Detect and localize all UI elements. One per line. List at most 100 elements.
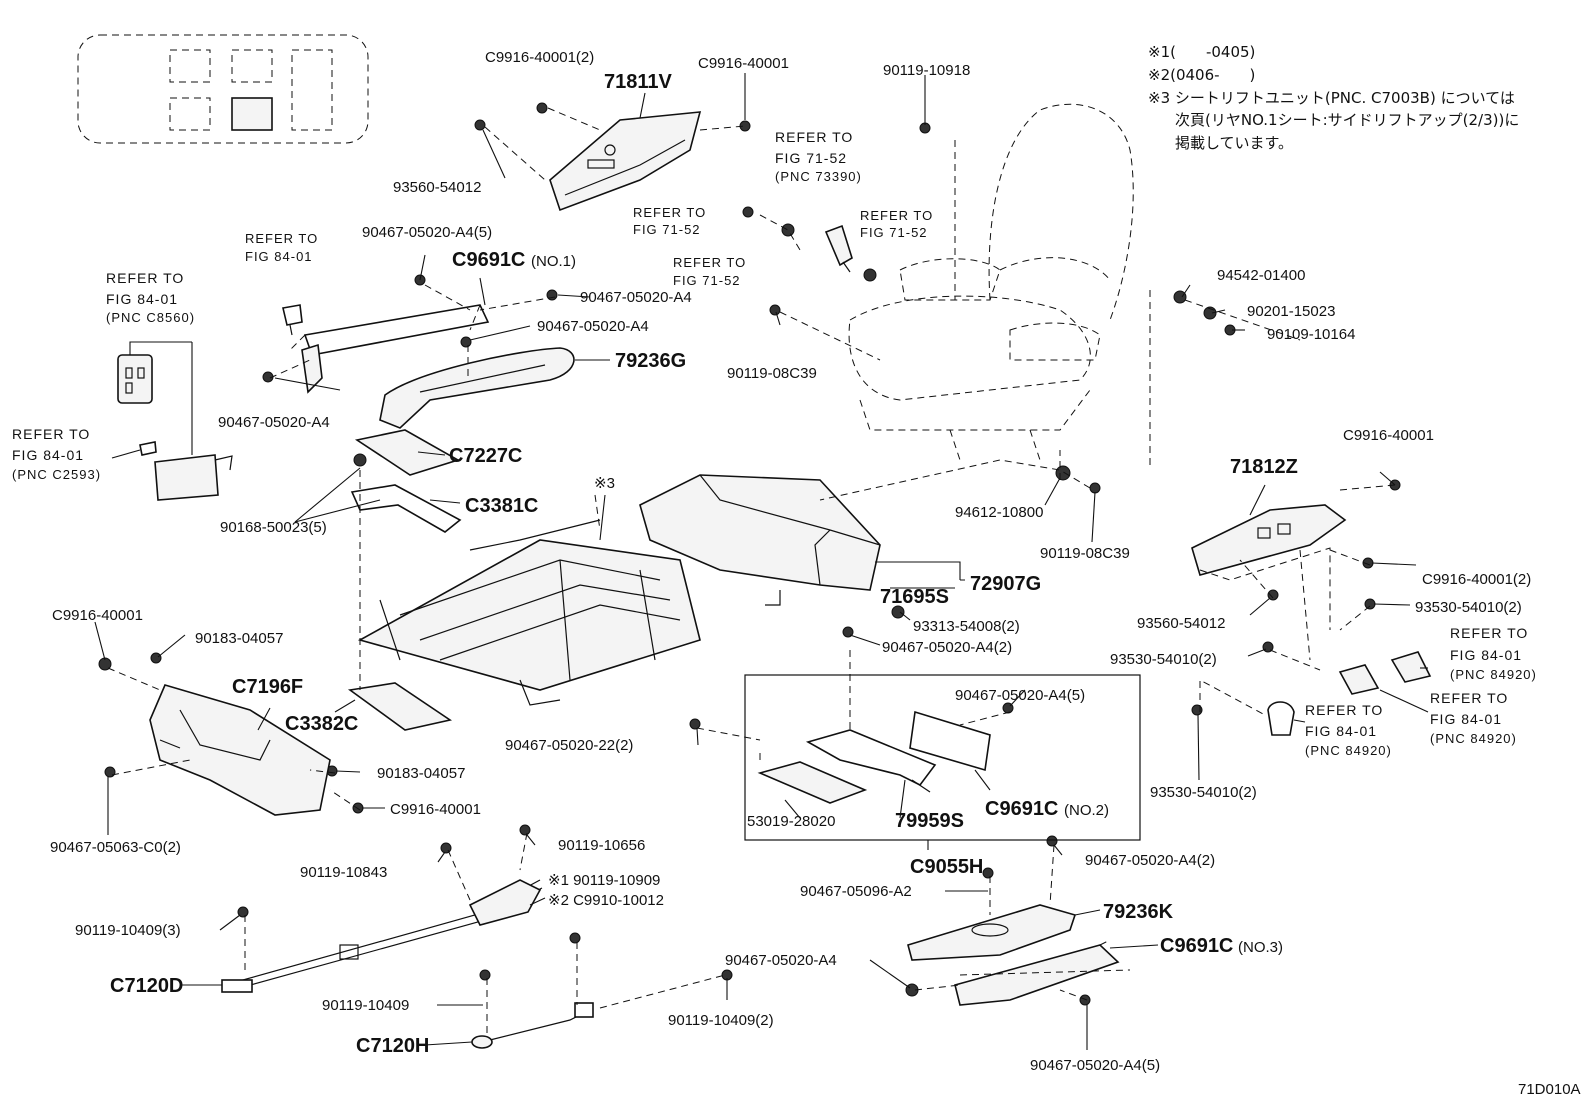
label-90183-top: 90183-04057 — [195, 630, 283, 647]
label-71695s: 71695S — [880, 586, 949, 608]
label-71811v: 71811V — [604, 71, 673, 93]
note-1: ※1( -0405) — [1148, 43, 1255, 61]
label-refer-to-84920-a: REFER TO — [1450, 625, 1528, 641]
label-refer-to-c8560: REFER TO — [106, 270, 184, 286]
diagram-code: 71D010A — [1518, 1081, 1581, 1098]
label-90201: 90201-15023 — [1247, 303, 1335, 320]
label-93313: 93313-54008(2) — [913, 618, 1020, 635]
label-90119-10409-2: 90119-10409(2) — [668, 1012, 774, 1029]
label-c9916-40001-right-top: C9916-40001 — [1343, 427, 1434, 444]
label-refer-to-84920-b: REFER TO — [1430, 690, 1508, 706]
side-cover-71812z — [1191, 504, 1347, 661]
plate-c7227c — [354, 429, 461, 476]
label-c7120d: C7120D — [110, 975, 183, 997]
label-refer-to-8401-a: REFER TO — [245, 231, 318, 246]
label-fig-7152-d: FIG 71-52 — [673, 273, 741, 288]
label-pnc-84920-b: (PNC 84920) — [1430, 731, 1517, 746]
side-cover-71811v — [549, 111, 702, 212]
label-fig-7152-c: FIG 71-52 — [860, 225, 928, 240]
label-pnc-84920-c: (PNC 84920) — [1305, 743, 1392, 758]
label-90119-10843: 90119-10843 — [300, 864, 387, 881]
label-90467-096: 90467-05096-A2 — [800, 883, 912, 900]
label-fig-8401-84920-a: FIG 84-01 — [1450, 647, 1522, 663]
label-fig-8401-a: FIG 84-01 — [245, 249, 313, 264]
label-fig-7152-a: FIG 71-52 — [775, 150, 847, 166]
label-c9916-40001-2-right: C9916-40001(2) — [1422, 571, 1531, 588]
rail-cover-c9691c-no3 — [954, 939, 1131, 1006]
seat-layout-thumbnail — [77, 34, 369, 144]
label-90467-a4-2-lower: 90467-05020-A4(2) — [1085, 852, 1215, 869]
label-90467-22-2: 90467-05020-22(2) — [505, 737, 633, 754]
switch-84920-c — [1267, 701, 1295, 736]
label-mark3: ※3 — [594, 475, 615, 492]
label-90119-08c39-right: 90119-08C39 — [1040, 545, 1130, 562]
label-c3382c: C3382C — [285, 713, 358, 735]
label-79236k: 79236K — [1103, 901, 1174, 923]
label-93530-2-b: 93530-54010(2) — [1110, 651, 1217, 668]
label-c7196f: C7196F — [232, 676, 303, 698]
label-refer-to-7152-a: REFER TO — [775, 129, 853, 145]
label-pnc-c2593: (PNC C2593) — [12, 467, 101, 482]
label-93530-2-a: 93530-54010(2) — [1415, 599, 1522, 616]
label-refer-to-c2593: REFER TO — [12, 426, 90, 442]
label-refer-to-84920-c: REFER TO — [1305, 702, 1383, 718]
rail-cover-c9691c-no1 — [289, 304, 490, 394]
note-3-line3: 掲載しています。 — [1175, 134, 1293, 152]
label-71812z: 71812Z — [1230, 456, 1298, 478]
switch-84920-a — [1338, 664, 1380, 695]
label-90183-bottom: 90183-04057 — [377, 765, 465, 782]
label-90109: 90109-10164 — [1267, 326, 1355, 343]
seat-belt-buckle — [824, 224, 853, 273]
install-lines — [107, 107, 1396, 1035]
label-79236g: 79236G — [615, 350, 686, 372]
label-fig-8401-c2593: FIG 84-01 — [12, 447, 84, 463]
label-c9916-40001-left: C9916-40001 — [52, 607, 143, 624]
label-c3381c: C3381C — [465, 495, 538, 517]
label-pnc-84920-a: (PNC 84920) — [1450, 667, 1537, 682]
label-90119-10409-3: 90119-10409(3) — [75, 922, 181, 939]
label-90467-a4-5-top: 90467-05020-A4(5) — [362, 224, 492, 241]
part-labels: C9916-40001(2) 71811V C9916-40001 93560-… — [12, 49, 1581, 1098]
label-90119-10656: 90119-10656 — [558, 837, 645, 854]
clip-part — [282, 304, 303, 336]
remote-fob — [117, 354, 153, 404]
label-79959s: 79959S — [895, 810, 964, 832]
note-3-line1: ※3 シートリフトユニット(PNC. C7003B) については — [1148, 89, 1515, 107]
label-90119-10409: 90119-10409 — [322, 997, 409, 1014]
label-c9691c-no1: C9691C — [452, 249, 525, 271]
label-90119-10918: 90119-10918 — [883, 62, 970, 79]
label-fig-8401-84920-c: FIG 84-01 — [1305, 723, 1377, 739]
label-refer-to-7152-b: REFER TO — [633, 205, 706, 220]
control-unit-c2593 — [139, 441, 233, 501]
trim-79236g — [379, 347, 575, 429]
label-72907g: 72907G — [970, 573, 1041, 595]
label-no1: (NO.1) — [531, 253, 576, 270]
label-90119-08c39-top: 90119-08C39 — [727, 365, 817, 382]
label-c9916-40001-top: C9916-40001 — [698, 55, 789, 72]
label-90467-a4-upper: 90467-05020-A4 — [580, 289, 692, 306]
label-94612: 94612-10800 — [955, 504, 1043, 521]
label-fig-8401-c8560: FIG 84-01 — [106, 291, 178, 307]
trim-79236k — [907, 904, 1077, 961]
notes-block: ※1( -0405) ※2(0406- ) ※3 シートリフトユニット(PNC.… — [1148, 43, 1519, 152]
note-3-line2: 次頁(リヤNO.1シート:サイドリフトアップ(2/3))に — [1175, 111, 1519, 129]
label-no3: (NO.3) — [1238, 939, 1283, 956]
label-refer-to-7152-c: REFER TO — [860, 208, 933, 223]
label-90467-a4-5-bottom: 90467-05020-A4(5) — [1030, 1057, 1160, 1074]
seat-assembly-outline — [848, 103, 1151, 470]
label-refer-to-7152-d: REFER TO — [673, 255, 746, 270]
leader-lines — [94, 73, 1429, 1050]
label-53019: 53019-28020 — [747, 813, 835, 830]
label-pnc-73390: (PNC 73390) — [775, 169, 862, 184]
front-cover-c7196f — [149, 684, 331, 816]
label-c7227c: C7227C — [449, 445, 522, 467]
cable-c7120d — [221, 879, 543, 993]
label-90467-a4-lower-left: 90467-05020-A4 — [725, 952, 837, 969]
label-fig-8401-84920-b: FIG 84-01 — [1430, 711, 1502, 727]
switch-84920-b — [1390, 651, 1432, 683]
sub-assembly-box-c9055h — [744, 650, 1141, 841]
label-90467-a4-5-box: 90467-05020-A4(5) — [955, 687, 1085, 704]
label-90168: 90168-50023(5) — [220, 519, 327, 536]
label-c9916-40001-lower: C9916-40001 — [390, 801, 481, 818]
